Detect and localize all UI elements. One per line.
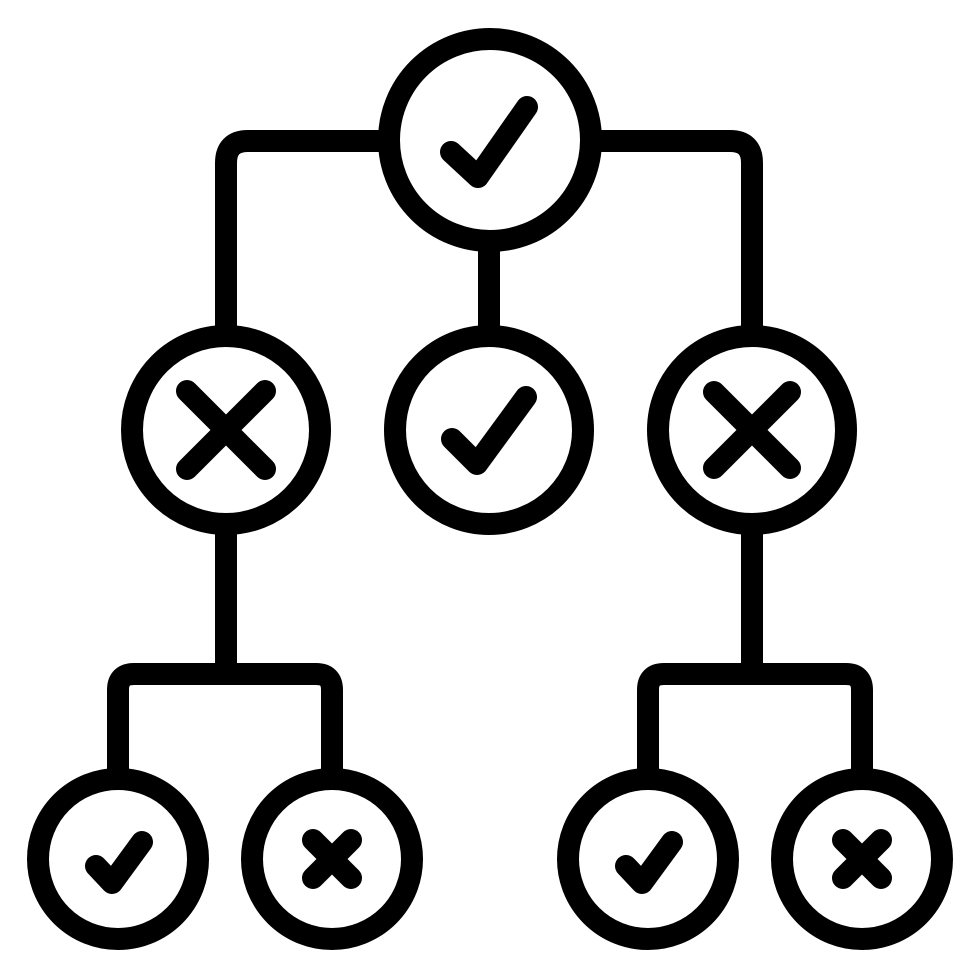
connector-root-left [215, 130, 391, 339]
check-icon [85, 831, 153, 894]
cross-icon [832, 829, 892, 889]
node-leaf-4 [771, 768, 953, 950]
cross-icon [176, 380, 276, 480]
check-icon [615, 831, 683, 894]
check-icon [441, 386, 537, 475]
node-circle [771, 768, 953, 950]
cross-icon [703, 381, 801, 479]
node-circle [384, 325, 594, 535]
connector-lines [107, 130, 873, 787]
node-circle [27, 768, 209, 950]
connector-root-right [589, 130, 763, 339]
node-mid-left [121, 325, 331, 535]
node-mid-center [384, 325, 594, 535]
cross-icon [302, 829, 362, 889]
check-icon [440, 96, 538, 188]
node-circle [647, 325, 857, 535]
node-leaf-2 [241, 768, 423, 950]
connector-midright-branch [637, 663, 873, 787]
node-circle [378, 28, 602, 252]
node-circle [121, 325, 331, 535]
node-root [378, 28, 602, 252]
node-circle [241, 768, 423, 950]
node-mid-right [647, 325, 857, 535]
connector-midleft-branch [107, 663, 343, 787]
node-circle [557, 768, 739, 950]
node-leaf-1 [27, 768, 209, 950]
node-leaf-3 [557, 768, 739, 950]
